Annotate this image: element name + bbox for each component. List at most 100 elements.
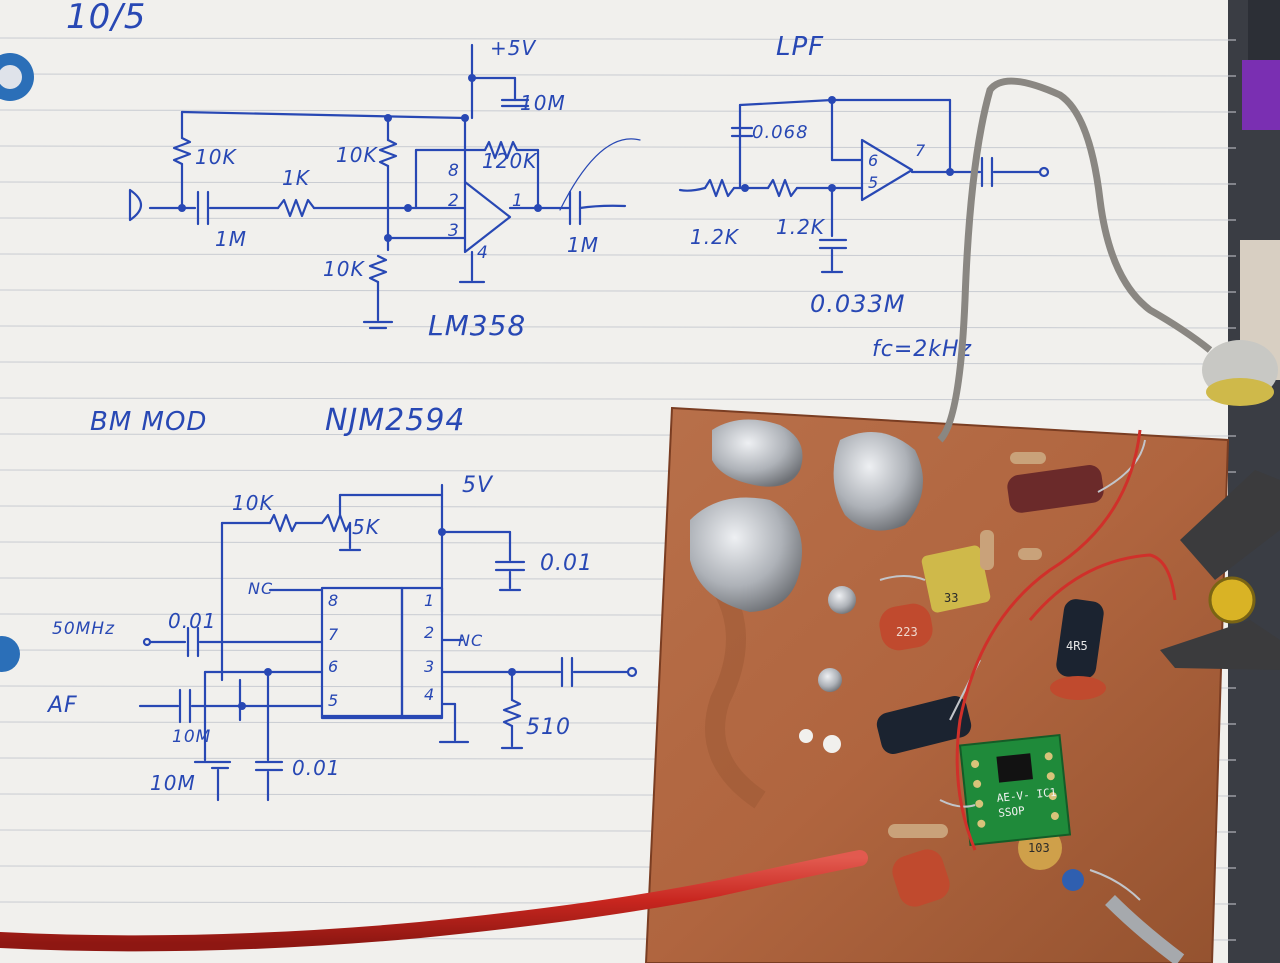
resistor-label: 10K — [195, 145, 237, 169]
ssop-adapter-board: AE-V- SSOP IC1 — [958, 733, 1072, 847]
rule-line — [0, 37, 1237, 41]
red-wire — [0, 850, 868, 952]
solder-pad — [818, 668, 842, 692]
pin-label: 2 — [424, 623, 435, 642]
module-label: IC1 — [1036, 786, 1057, 801]
pin-label: 6 — [868, 151, 879, 170]
lpf-title: LPF — [776, 32, 824, 62]
pin-label: 1 — [424, 591, 435, 610]
pin-label: 5 — [868, 173, 879, 192]
rf-input-label: 50MHz — [52, 619, 115, 639]
copper-board: AE-V- SSOP IC1 33 223 4R5 103 — [644, 406, 1230, 963]
ceramic-capacitor — [879, 603, 933, 651]
supply-label: +5V — [490, 36, 536, 60]
resistor — [980, 530, 994, 570]
rule-line — [0, 109, 1237, 113]
pin-label: 2 — [448, 191, 460, 211]
resistor-label: 510 — [526, 715, 571, 740]
binder-hole — [0, 636, 20, 672]
pin-label: 7 — [328, 625, 339, 644]
cap-label: 0.068 — [752, 122, 809, 143]
pot-label: 5K — [352, 515, 381, 539]
ceramic-capacitor — [892, 849, 950, 907]
cap-label: 0.01 — [168, 609, 217, 633]
cap-label: 10M — [520, 91, 566, 115]
cap-label: 0.01 — [292, 756, 341, 780]
resistor-label: 1K — [282, 166, 311, 190]
solder-blob — [712, 419, 803, 487]
resistor — [1018, 548, 1042, 560]
rule-line — [0, 253, 1237, 257]
red-jumper-wire — [1028, 553, 1177, 621]
pin-label: 5 — [328, 691, 339, 710]
component-marking: 223 — [896, 625, 918, 639]
resistor — [1010, 452, 1046, 464]
rule-line — [0, 217, 1237, 221]
pin-label: 4 — [477, 243, 489, 263]
resistor-label: 10K — [336, 143, 378, 167]
grey-coax — [1105, 895, 1185, 963]
date-note: 10/5 — [66, 0, 146, 37]
af-input-label: AF — [46, 693, 78, 718]
component-marking: 33 — [944, 591, 958, 605]
cap-label: 0.01 — [540, 551, 593, 576]
date-text: 10/5 — [66, 0, 146, 37]
rule-line — [0, 397, 1237, 401]
component-marking: 103 — [1028, 841, 1050, 855]
pin-label: 7 — [915, 141, 926, 160]
pin-label: 6 — [328, 657, 339, 676]
resistor-label: 10K — [232, 491, 274, 515]
rule-line — [0, 181, 1237, 185]
solder-blob — [833, 432, 923, 531]
component-marking: 4R5 — [1066, 639, 1088, 653]
ceramic-capacitor — [1050, 676, 1106, 700]
cap-label: 1M — [567, 233, 599, 257]
resistor-label: 1.2K — [776, 215, 826, 239]
red-jumper-wire — [955, 429, 1142, 851]
rule-line — [0, 361, 1237, 365]
module-label: AE-V- — [996, 789, 1030, 805]
mounting-hole — [799, 729, 813, 743]
rule-line — [0, 73, 1237, 77]
chip-label: LM358 — [428, 309, 526, 342]
ceramic-capacitor — [1062, 869, 1084, 891]
cap-label: 10M — [172, 727, 211, 747]
film-capacitor — [921, 545, 991, 613]
resistor-label: 1.2K — [690, 225, 740, 249]
pin-label: 3 — [448, 221, 460, 241]
electrolytic-capacitor — [1007, 465, 1104, 513]
lpf-schematic: LPF 0.068 1.2K 1.2K 0.033M fc=2kHz 6 5 7 — [678, 32, 1050, 362]
test-hardware — [1160, 0, 1280, 670]
pin-label: 8 — [448, 161, 460, 181]
resistor — [888, 824, 948, 838]
nc-label: NC — [248, 579, 273, 598]
resistor-label: 10K — [323, 257, 365, 281]
alligator-clip — [1180, 470, 1280, 580]
cap-label: 0.033M — [810, 290, 905, 318]
electrolytic-capacitor — [876, 696, 972, 754]
pin-label: 1 — [512, 191, 524, 211]
electrolytic-capacitor — [1056, 599, 1104, 679]
mounting-hole — [823, 735, 841, 753]
wires — [0, 77, 1213, 963]
mod-title: BM MOD — [90, 407, 207, 437]
pin-label: 4 — [424, 685, 435, 704]
solder-pad — [828, 586, 856, 614]
rule-line — [0, 325, 1237, 329]
grey-wire — [937, 77, 1213, 443]
nc-label: NC — [458, 631, 483, 650]
trimmer-potentiometer — [1208, 576, 1256, 624]
cap-label: 1M — [215, 227, 247, 251]
pin-label: 8 — [328, 591, 339, 610]
module-label: SSOP — [998, 804, 1026, 820]
rule-line — [0, 145, 1237, 149]
pin-label: 3 — [424, 657, 435, 676]
cap-label: 10M — [150, 771, 196, 795]
mod-supply-label: 5V — [462, 473, 494, 498]
cutoff-label: fc=2kHz — [872, 337, 972, 362]
rule-line — [0, 289, 1237, 293]
mod-chip-label: NJM2594 — [325, 403, 466, 438]
resistor-label: 120K — [482, 149, 538, 173]
preamp-schematic: +5V 10K 10K 1K 10K 120K 1M 1M 10M 8 2 3 … — [128, 36, 641, 342]
